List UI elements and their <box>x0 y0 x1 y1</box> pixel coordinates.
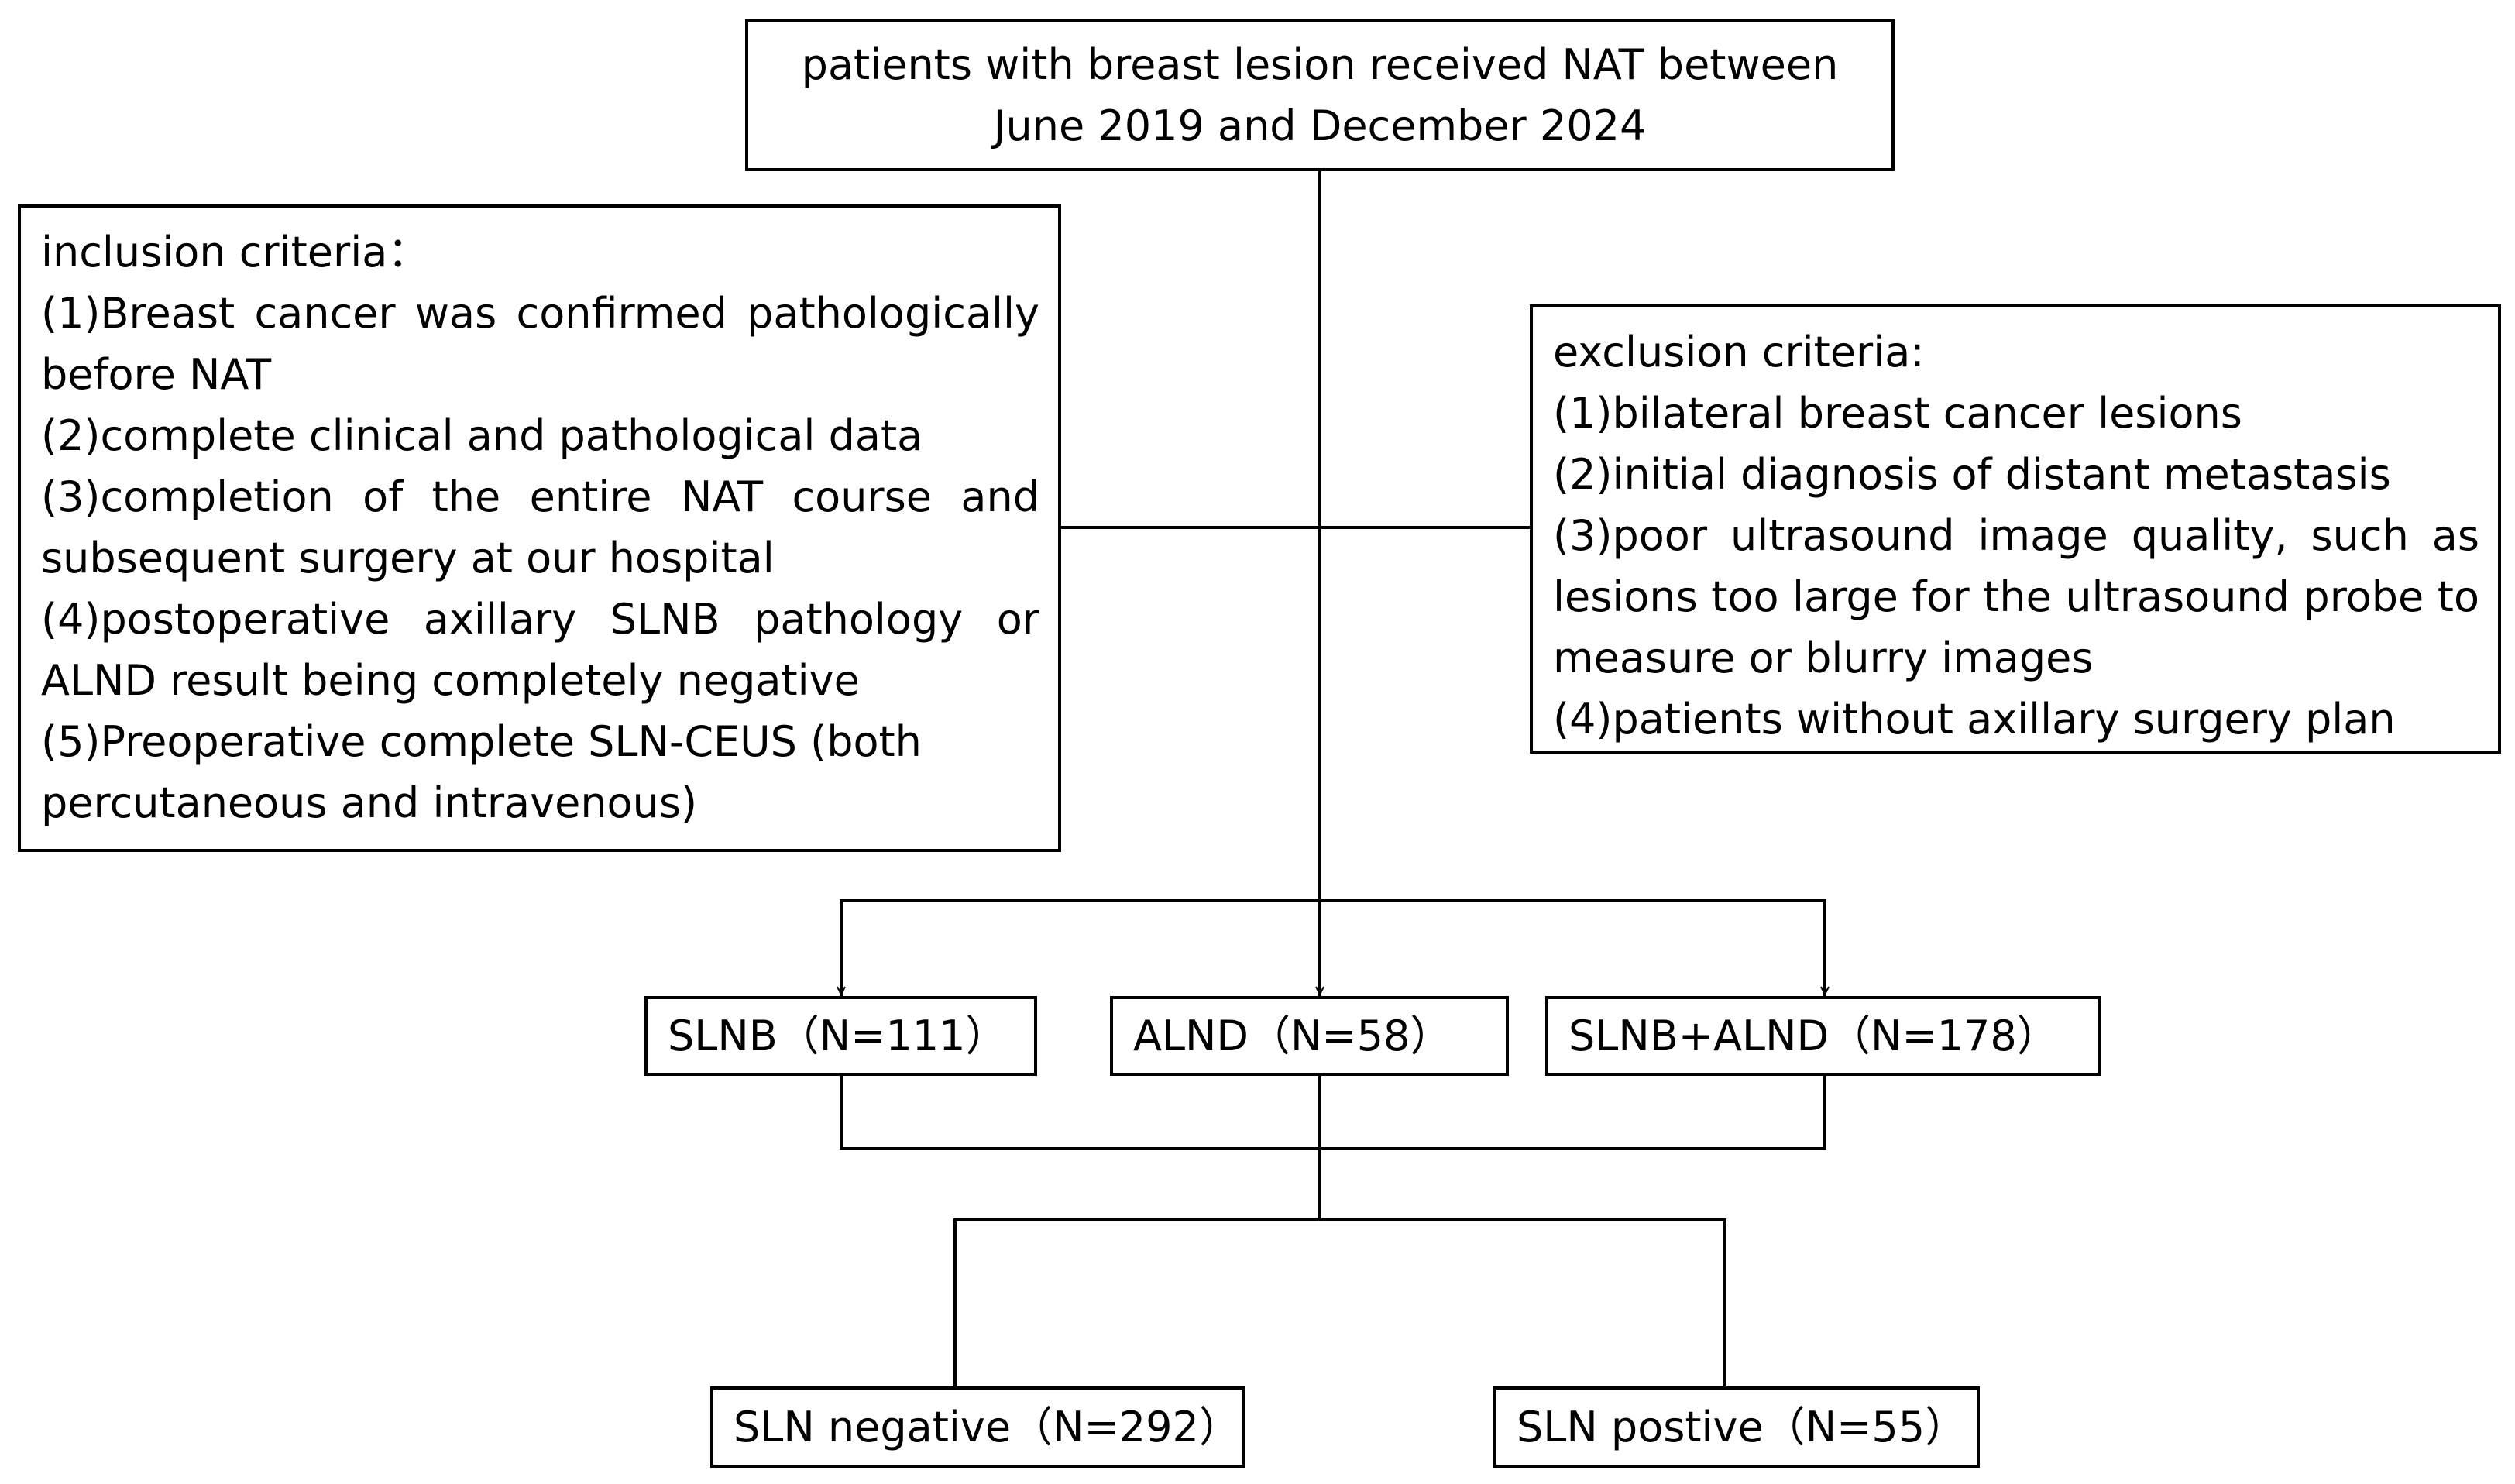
inclusion-item-2: (2)complete clinical and pathological da… <box>41 405 1039 466</box>
exclusion-heading: exclusion criteria: <box>1553 328 1925 376</box>
exclusion-item-2: (2)initial diagnosis of distant metastas… <box>1553 444 2479 505</box>
inclusion-item-3-line-1: (3)completion of the entire NAT course a… <box>41 472 1039 521</box>
exclusion-item-4: (4)patients without axillary surgery pla… <box>1553 689 2479 750</box>
inclusion-item-3: (3)completion of the entire NAT course a… <box>41 466 1039 589</box>
inclusion-item-1-line-2: before NAT <box>41 350 272 399</box>
exclusion-item-3-line-3: measure or blurry images <box>1553 634 2094 682</box>
inclusion-item-4-line-2: ALND result being completely negative <box>41 656 860 705</box>
group-slnb-alnd-label: SLNB+ALND（N=178） <box>1568 1011 2059 1060</box>
exclusion-item-3-line-1: (3)poor ultrasound image quality, such a… <box>1553 511 2479 560</box>
inclusion-heading: inclusion criteria： <box>41 228 430 277</box>
group-alnd-label: ALND（N=58） <box>1133 1011 1452 1060</box>
inclusion-item-5-line-2: percutaneous and intravenous) <box>41 778 698 827</box>
exclusion-criteria-box: exclusion criteria: (1)bilateral breast … <box>1530 304 2501 754</box>
inclusion-criteria-box: inclusion criteria： (1)Breast cancer was… <box>18 204 1061 852</box>
start-line-2: June 2019 and December 2024 <box>993 101 1647 150</box>
inclusion-item-4: (4)postoperative axillary SLNB pathology… <box>41 589 1039 711</box>
exclusion-item-3-line-2: lesions too large for the ultrasound pro… <box>1553 572 2479 621</box>
outcome-sln-negative-box: SLN negative（N=292） <box>710 1386 1245 1468</box>
exclusion-item-2-line-1: (2)initial diagnosis of distant metastas… <box>1553 450 2391 499</box>
exclusion-item-4-line-1: (4)patients without axillary surgery pla… <box>1553 695 2396 744</box>
group-slnb-alnd-box: SLNB+ALND（N=178） <box>1545 996 2101 1076</box>
inclusion-item-2-line-1: (2)complete clinical and pathological da… <box>41 411 923 460</box>
exclusion-item-1: (1)bilateral breast cancer lesions <box>1553 383 2479 444</box>
exclusion-item-3: (3)poor ultrasound image quality, such a… <box>1553 505 2479 689</box>
inclusion-item-5: (5)Preoperative complete SLN-CEUS (both … <box>41 711 1039 833</box>
group-alnd-box: ALND（N=58） <box>1110 996 1509 1076</box>
inclusion-item-3-line-2: subsequent surgery at our hospital <box>41 534 775 582</box>
group-slnb-label: SLNB（N=111） <box>668 1011 1008 1060</box>
inclusion-item-1-line-1: (1)Breast cancer was confirmed pathologi… <box>41 289 1039 338</box>
outcome-sln-negative-label: SLN negative（N=292） <box>734 1402 1241 1451</box>
inclusion-item-1: (1)Breast cancer was confirmed pathologi… <box>41 283 1039 405</box>
start-line-1: patients with breast lesion received NAT… <box>801 40 1839 89</box>
outcome-sln-positive-label: SLN postive（N=55） <box>1517 1402 1967 1451</box>
outcome-sln-positive-box: SLN postive（N=55） <box>1493 1386 1980 1468</box>
inclusion-item-5-line-1: (5)Preoperative complete SLN-CEUS (both <box>41 717 922 766</box>
group-slnb-box: SLNB（N=111） <box>644 996 1037 1076</box>
inclusion-item-4-line-1: (4)postoperative axillary SLNB pathology… <box>41 595 1039 644</box>
start-box: patients with breast lesion received NAT… <box>745 19 1895 171</box>
exclusion-item-1-line-1: (1)bilateral breast cancer lesions <box>1553 389 2242 438</box>
